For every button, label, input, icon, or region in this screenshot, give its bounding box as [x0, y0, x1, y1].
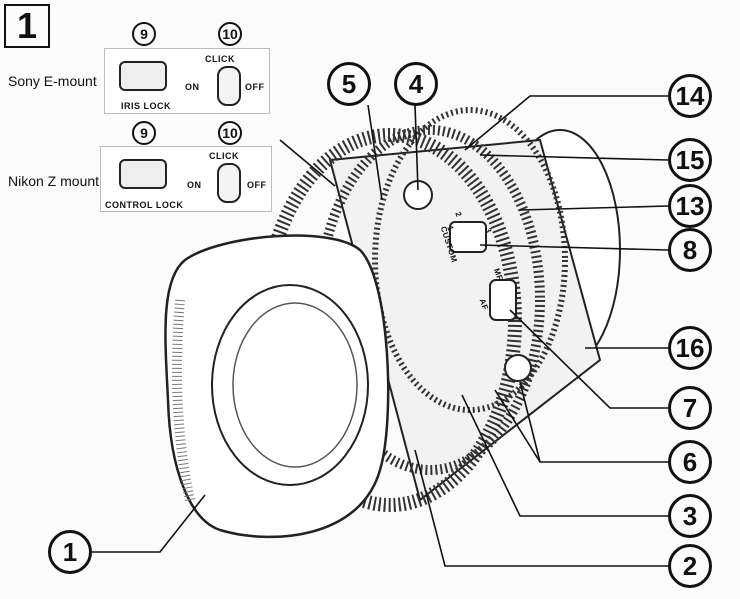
front-element	[211, 284, 369, 486]
callout-4: 4	[394, 62, 438, 106]
leader-lines	[90, 95, 669, 567]
callout-15: 15	[668, 138, 712, 182]
callout-9-nikon: 9	[132, 121, 156, 145]
hood-ribbing	[172, 299, 195, 502]
leader-panel	[279, 139, 336, 187]
af-mf-switch	[489, 279, 517, 321]
sony-off-label: OFF	[245, 82, 265, 92]
control-lock-switch	[119, 159, 167, 189]
nikon-click-label: CLICK	[209, 151, 239, 161]
front-element-inner	[232, 302, 358, 468]
sony-on-label: ON	[185, 82, 200, 92]
zoom-ring	[315, 125, 545, 475]
leader-14	[464, 95, 668, 151]
aperture-ring	[372, 107, 568, 413]
iris-lock-switch	[119, 61, 167, 91]
callout-3: 3	[668, 494, 712, 538]
callout-10-nikon: 10	[218, 121, 242, 145]
leader-5	[367, 104, 383, 201]
callout-7: 7	[668, 386, 712, 430]
leader-13	[519, 205, 669, 211]
iris-lock-label: IRIS LOCK	[121, 101, 172, 111]
callout-6: 6	[668, 440, 712, 484]
leader-4	[414, 104, 419, 191]
sony-click-label: CLICK	[205, 54, 235, 64]
nikon-on-label: ON	[187, 180, 202, 190]
nikon-switch-panel: CONTROL LOCK CLICK ON OFF	[100, 146, 272, 212]
callout-5: 5	[327, 62, 371, 106]
callout-2: 2	[668, 544, 712, 588]
custom-switch	[449, 221, 487, 253]
leader-15	[479, 154, 669, 161]
callout-13: 13	[668, 184, 712, 228]
callout-9-sony: 9	[132, 22, 156, 46]
sony-switch-panel: IRIS LOCK CLICK ON OFF	[104, 48, 270, 114]
callout-14: 14	[668, 74, 712, 118]
control-lock-label: CONTROL LOCK	[105, 200, 184, 210]
callout-8: 8	[668, 228, 712, 272]
figure-number: 1	[16, 5, 38, 46]
nikon-click-switch	[217, 163, 241, 203]
sony-click-switch	[217, 66, 241, 106]
leader-7	[509, 309, 668, 409]
nikon-mount-label: Nikon Z mount	[8, 173, 100, 189]
callout-10-sony: 10	[218, 22, 242, 46]
nikon-off-label: OFF	[247, 180, 267, 190]
leader-6b	[519, 381, 541, 463]
leader-8	[479, 244, 669, 251]
figure-number-box: 1	[4, 4, 50, 48]
leader-3	[461, 394, 668, 517]
leader-1	[90, 494, 206, 553]
sony-mount-label: Sony E-mount	[8, 73, 97, 89]
leader-2	[414, 449, 668, 567]
callout-1: 1	[48, 530, 92, 574]
callout-16: 16	[668, 326, 712, 370]
focus-hold-button	[504, 354, 532, 382]
